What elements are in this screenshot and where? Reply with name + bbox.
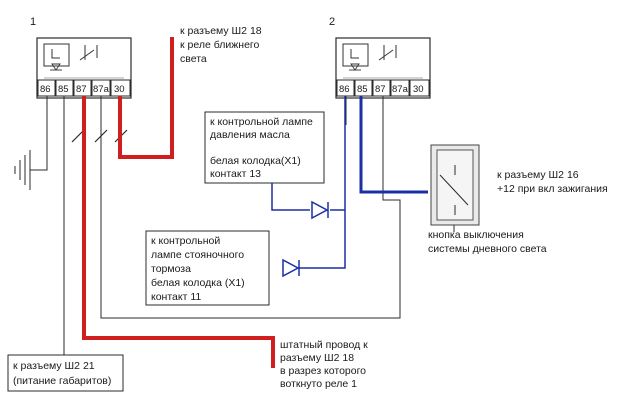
svg-text:давления масла: давления масла [210, 129, 290, 141]
svg-text:в разрез которого: в разрез которого [280, 365, 366, 377]
blue-wires [271, 96, 428, 269]
blue-wire-parking [298, 96, 346, 269]
red-wire-stock [82, 96, 275, 368]
svg-text:тормоза: тормоза [151, 263, 191, 275]
svg-text:света: света [180, 53, 207, 65]
relay-1-pin-87a: 87a [93, 84, 110, 95]
relay-1-pins: 86 85 87 87a 30 [37, 79, 131, 97]
red-wire-low-beam [118, 37, 174, 159]
relay-2-pin-30: 30 [413, 84, 424, 95]
svg-text:к контрольной: к контрольной [151, 235, 220, 247]
svg-text:контакт 13: контакт 13 [210, 168, 261, 180]
relay-2-pin-86: 86 [339, 84, 350, 95]
blue-wire-ignition [359, 96, 428, 194]
svg-text:штатный провод к: штатный провод к [280, 339, 368, 351]
relay-1-pin-30: 30 [114, 84, 125, 95]
svg-text:разъему Ш2 18: разъему Ш2 18 [280, 352, 354, 364]
svg-text:к разъему Ш2 18: к разъему Ш2 18 [180, 25, 262, 37]
relay-2-pin-85: 85 [357, 84, 368, 95]
dtl-switch [430, 144, 480, 226]
note-low-beam: к разъему Ш2 18 к реле ближнего света [180, 25, 262, 65]
note-sh2-21: к разъему Ш2 21 (питание габаритов) [7, 354, 124, 392]
svg-text:кнопка выключения: кнопка выключения [428, 229, 524, 241]
svg-text:(питание габаритов): (питание габаритов) [13, 375, 111, 387]
note-sh2-16: к разъему Ш2 16 +12 при вкл зажигания [497, 169, 608, 195]
relay-1-pin-86: 86 [40, 84, 51, 95]
relay-2: 2 86 85 87 87a 30 [329, 16, 431, 99]
svg-text:лампе стояночного: лампе стояночного [151, 249, 244, 261]
svg-text:белая колодка(X1): белая колодка(X1) [210, 155, 301, 167]
svg-text:к разъему Ш2 16: к разъему Ш2 16 [497, 169, 579, 181]
relay-2-number: 2 [329, 16, 335, 28]
relay-1: 1 86 85 87 87a 30 [30, 16, 132, 99]
svg-text:к контрольной лампе: к контрольной лампе [210, 116, 313, 128]
note-parking-lamp: к контрольной лампе стояночного тормоза … [145, 230, 270, 306]
svg-text:к разъему Ш2 21: к разъему Ш2 21 [13, 360, 95, 372]
svg-text:+12 при вкл зажигания: +12 при вкл зажигания [497, 183, 608, 195]
relay-1-pin-85: 85 [58, 84, 69, 95]
svg-text:воткнуто реле 1: воткнуто реле 1 [280, 378, 357, 390]
svg-text:системы дневного света: системы дневного света [428, 243, 547, 255]
svg-text:к реле ближнего: к реле ближнего [180, 39, 260, 51]
note-switch: кнопка выключения системы дневного света [428, 229, 547, 255]
note-stock-wire: штатный провод к разъему Ш2 18 в разрез … [280, 339, 368, 390]
diode-oil [311, 200, 329, 220]
svg-text:белая колодка (X1): белая колодка (X1) [151, 277, 245, 289]
relay-2-pins: 86 85 87 87a 30 [336, 79, 430, 97]
red-wires [82, 37, 275, 368]
svg-text:контакт 11: контакт 11 [151, 291, 201, 303]
relay-1-pin-87: 87 [76, 84, 87, 95]
relay-2-pin-87a: 87a [392, 84, 409, 95]
diode-parking [282, 258, 300, 278]
relay-2-pin-87: 87 [375, 84, 386, 95]
note-oil-lamp: к контрольной лампе давления масла белая… [204, 111, 325, 184]
ground-symbol [14, 150, 31, 190]
wire-r1-87a-to-r2 [100, 96, 401, 319]
relay-1-number: 1 [30, 16, 36, 28]
blue-wire-oil [271, 183, 310, 211]
wire-r1-86-ground [30, 96, 48, 171]
